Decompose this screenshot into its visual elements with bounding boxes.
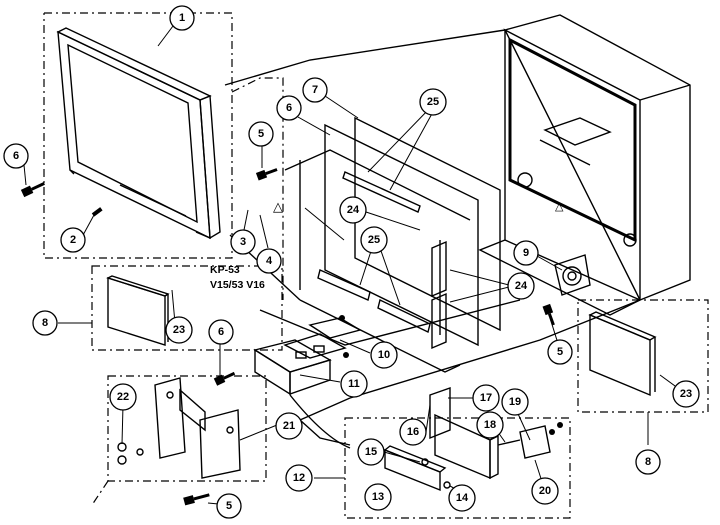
callout-14-label: 14 [456,492,469,504]
callout-14: 14 [448,484,476,512]
callout-4: 4 [256,248,282,274]
callout-8-b: 8 [635,449,661,475]
callout-20-label: 20 [539,485,551,497]
callout-2-label: 2 [70,234,76,246]
callout-5-label-b: 5 [557,346,563,358]
callout-2: 2 [60,227,86,253]
callout-15: 15 [357,438,385,466]
callout-5-b: 5 [547,339,573,365]
callout-23-label-b: 23 [680,388,692,400]
model-label-line2: V15/53 V16 [210,279,265,291]
callout-24-b: 24 [507,272,535,300]
callout-9: 9 [513,240,539,266]
callout-25-label-a: 25 [427,96,439,108]
callout-20: 20 [531,477,559,505]
callout-22-label: 22 [117,391,129,403]
group-boxes [43,12,709,519]
callout-9-label: 9 [523,247,529,259]
callout-25-label-b: 25 [368,234,380,246]
callout-5-c: 5 [216,493,242,519]
callout-7-label: 7 [312,84,318,96]
rear-cabinet [478,14,691,316]
callout-13: 13 [364,483,392,511]
callout-1: 1 [169,5,195,31]
callout-23-b: 23 [672,380,700,408]
callout-6-a: 6 [3,143,29,169]
callout-15-label: 15 [365,446,377,458]
callout-23-a: 23 [165,316,193,344]
callout-circles: 1 6 2 3 4 5 6 7 25 24 25 24 9 8 23 6 10 … [3,5,700,519]
back-panels [324,116,501,347]
model-label-line1: KP-53 [210,264,240,276]
callout-11-label: 11 [348,378,360,390]
callout-21-label: 21 [283,420,295,432]
callout-8-a: 8 [32,310,58,336]
callout-10: 10 [370,341,398,369]
side-board-left [106,275,170,346]
chassis-frame [284,149,471,373]
callout-7: 7 [302,77,328,103]
screws [20,168,563,506]
callout-5-label-c: 5 [226,500,232,512]
callout-18-label: 18 [484,419,496,431]
callout-24-label-a: 24 [347,204,360,216]
bracket-left [117,377,241,479]
callout-22: 22 [109,383,137,411]
callout-6-label-c: 6 [218,326,224,338]
callout-6-b: 6 [276,95,302,121]
callout-1-label: 1 [179,12,185,24]
callout-5-label-a: 5 [258,128,264,140]
callout-12-label: 12 [293,472,305,484]
control-board [253,317,362,396]
callout-23-label-a: 23 [173,324,185,336]
callout-25-b: 25 [360,226,388,254]
front-frame [56,27,221,240]
callout-4-label: 4 [266,255,273,267]
warning-triangle-icon-cabinet: △ [555,201,564,213]
callout-8-label-b: 8 [645,456,651,468]
callout-24-label-b: 24 [515,280,528,292]
callout-3: 3 [230,229,256,255]
callout-13-label: 13 [372,491,384,503]
callout-5-a: 5 [248,121,274,147]
callout-16: 16 [399,418,427,446]
callout-19: 19 [501,388,529,416]
callout-19-label: 19 [509,396,521,408]
model-label: KP-53 V15/53 V16 [210,264,265,291]
speaker-assembly [554,254,591,296]
callout-11: 11 [340,370,368,398]
callout-8-label-a: 8 [42,317,48,329]
callout-6-c: 6 [208,319,234,345]
callout-24-a: 24 [339,196,367,224]
callout-25-a: 25 [419,88,447,116]
callout-6-label-a: 6 [13,150,19,162]
callout-17: 17 [472,384,500,412]
callout-21: 21 [275,412,303,440]
callout-12: 12 [285,464,313,492]
warning-triangle-icon: △ [273,199,283,214]
cable [289,394,351,449]
side-board-right [588,311,657,397]
callout-17-label: 17 [480,392,492,404]
callout-10-label: 10 [378,349,390,361]
callout-6-label-b: 6 [286,102,292,114]
callout-18: 18 [476,411,504,439]
callout-16-label: 16 [407,426,419,438]
callout-3-label: 3 [240,236,246,248]
